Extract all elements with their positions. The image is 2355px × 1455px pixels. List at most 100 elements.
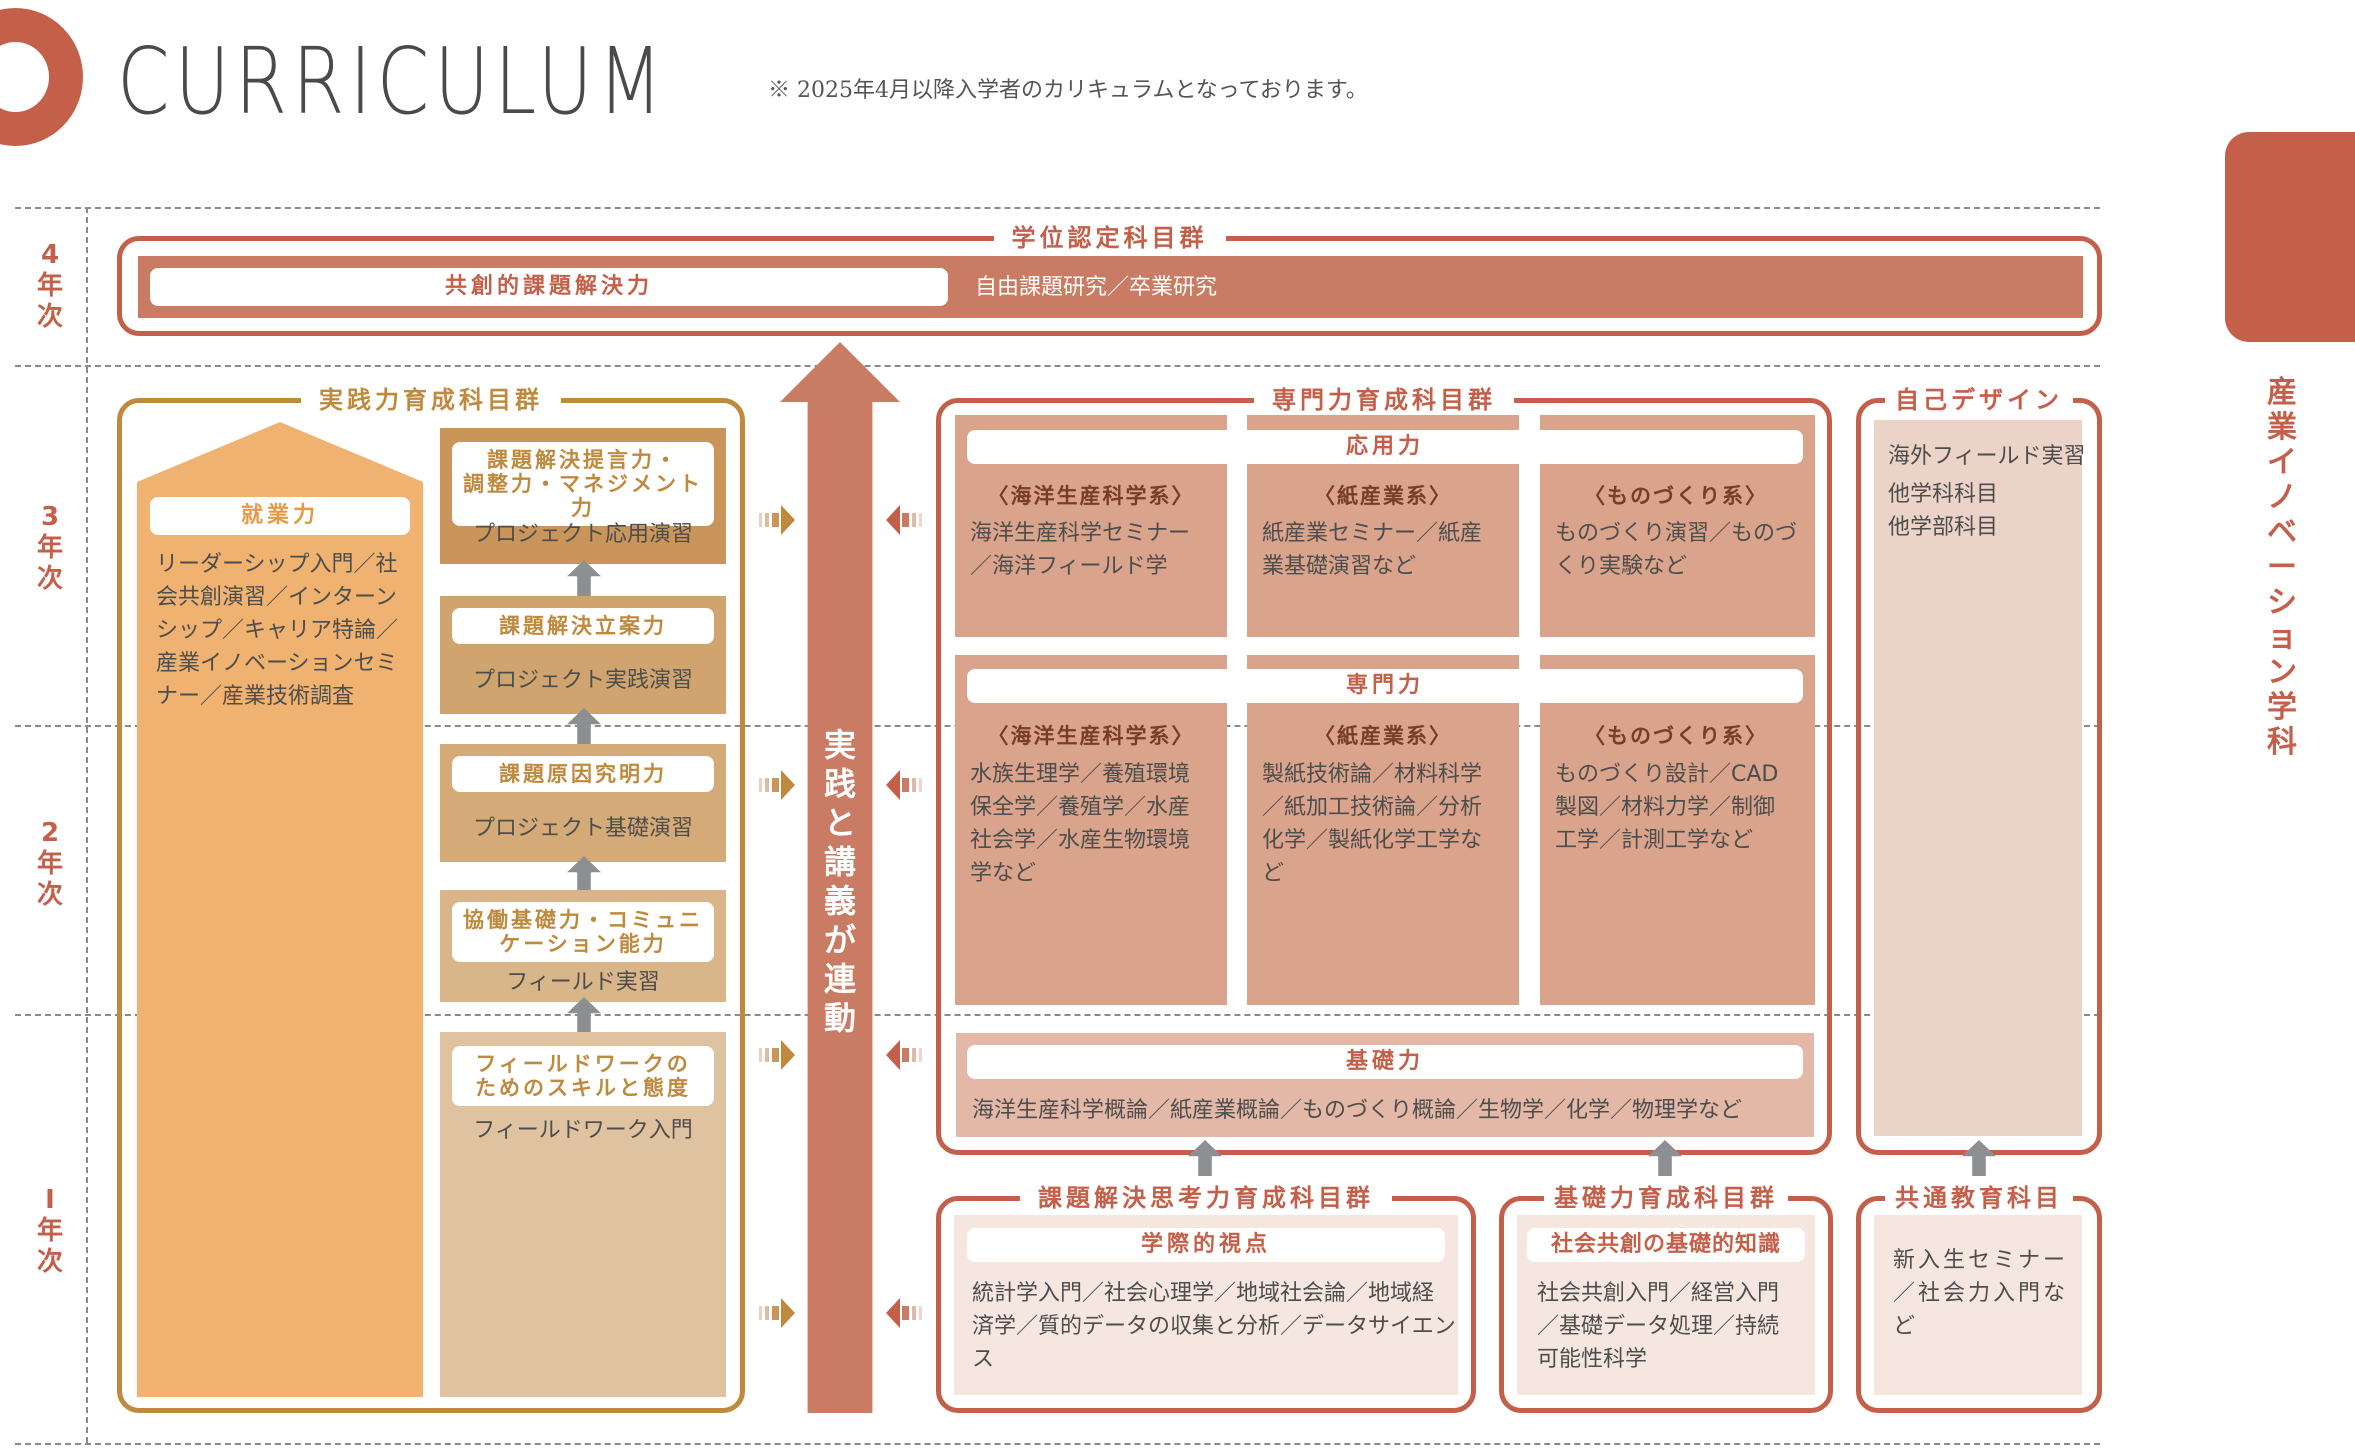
employability-column — [137, 422, 423, 1397]
practical-group: 実践力育成科目群 — [117, 381, 745, 1413]
self-design-title: 自己デザイン — [1885, 381, 2073, 419]
specialized-column-paper — [1247, 655, 1519, 1005]
department-label-char: ノ — [2267, 480, 2297, 515]
common-group: 共通教育科目 — [1856, 1179, 2102, 1413]
self-design-box — [1874, 420, 2082, 1136]
curriculum-note: ※ 2025年4月以降入学者のカリキュラムとなっております。 — [768, 78, 1368, 103]
department-label-char: シ — [2267, 585, 2297, 620]
chevron-right-icon — [759, 1040, 795, 1070]
specialized-pill: 専門力 — [967, 669, 1803, 703]
self-design-item: 海外フィールド実習 — [1888, 444, 2086, 469]
self-design-item: 他学科科目 — [1888, 482, 1999, 507]
divider-bottom — [15, 1443, 2100, 1445]
chevron-right-icon — [759, 770, 795, 800]
track-name: 〈ものづくり系〉 — [1584, 724, 1768, 748]
track-courses: 水族生理学／養殖環境保全学／養殖学／水産社会学／水産生物環境学など — [970, 762, 1191, 886]
arrow-label-char: 動 — [823, 999, 856, 1037]
stage-proposal: 課題解決提言力・ 調整力・マネジメント力 プロジェクト応用演習 — [440, 428, 726, 564]
specialized-column-marine — [955, 655, 1227, 1005]
track-courses: ものづくり演習／ものづくり実験など — [1555, 521, 1798, 579]
divider-top — [15, 207, 2100, 209]
track-name: 〈海洋生産科学系〉 — [987, 484, 1195, 508]
page-title: CURRICULUM — [117, 28, 668, 135]
stage-collaboration: 協働基礎力・コミュニ ケーション能力 フィールド実習 — [440, 890, 726, 1002]
track-name: 〈海洋生産科学系〉 — [987, 724, 1195, 748]
basic-pill: 基礎力 — [967, 1045, 1803, 1079]
department-label-char: ン — [2267, 655, 2297, 690]
year-column-divider — [86, 207, 88, 1443]
problem-solving-title: 課題解決思考力育成科目群 — [1020, 1179, 1392, 1217]
specialized-group: 専門力育成科目群 — [936, 381, 1832, 1155]
practical-group-title: 実践力育成科目群 — [301, 381, 561, 419]
stage-cause-analysis: 課題原因究明力 プロジェクト基礎演習 — [440, 744, 726, 862]
applied-pill: 応用力 — [967, 430, 1803, 464]
department-label-char: ベ — [2267, 515, 2297, 550]
stage-label: 課題原因究明力 — [452, 756, 714, 792]
divider-year4-3 — [15, 365, 2100, 367]
arrow-label-char: 連 — [823, 960, 856, 998]
foundation-title: 基礎力育成科目群 — [1544, 1179, 1788, 1217]
problem-solving-courses: 統計学入門／社会心理学／地域社会論／地域経 済学／質的データの収集と分析／データ… — [972, 1281, 1456, 1372]
stage-course: プロジェクト応用演習 — [472, 522, 693, 547]
department-label-char: 業 — [2267, 410, 2297, 445]
basic-courses: 海洋生産科学概論／紙産業概論／ものづくり概論／生物学／化学／物理学など — [972, 1098, 1743, 1123]
track-name: 〈紙産業系〉 — [1314, 484, 1452, 508]
interdisciplinary-pill: 学際的視点 — [967, 1228, 1445, 1262]
stage-planning: 課題解決立案力 プロジェクト実践演習 — [440, 596, 726, 714]
chevron-left-icon — [886, 505, 922, 535]
foundation-group: 基礎力育成科目群 — [1499, 1179, 1833, 1413]
stage-course: フィールドワーク入門 — [473, 1118, 693, 1143]
chevron-right-icon — [759, 505, 795, 535]
employability-courses: リーダーシップ入門／社 会共創演習／インターン シップ／キャリア特論／ 産業イノ… — [156, 552, 399, 709]
stage-label: 協働基礎力・コミュニ ケーション能力 — [452, 902, 714, 962]
stage-course: フィールド実習 — [506, 970, 660, 995]
specialized-group-title: 専門力育成科目群 — [1254, 381, 1514, 419]
track-name: 〈紙産業系〉 — [1314, 724, 1452, 748]
stage-label: フィールドワークの ためのスキルと態度 — [452, 1046, 714, 1106]
department-label-char: 産 — [2267, 375, 2297, 410]
stage-label: 課題解決提言力・ 調整力・マネジメント力 — [452, 442, 714, 526]
department-label-char: イ — [2267, 445, 2297, 480]
degree-courses: 自由課題研究／卒業研究 — [975, 275, 1218, 300]
stage-course: プロジェクト実践演習 — [472, 668, 693, 693]
specialized-column-monozukuri — [1540, 655, 1815, 1005]
chevron-left-icon — [886, 1040, 922, 1070]
degree-pill: 共創的課題解決力 — [150, 268, 948, 306]
self-design-item: 他学部科目 — [1888, 515, 1999, 540]
stage-course: プロジェクト基礎演習 — [472, 816, 693, 841]
arrow-label-char: 践 — [823, 765, 856, 803]
logo-half-circle-icon — [0, 8, 83, 146]
arrow-label-char: と — [823, 804, 856, 842]
employability-pill: 就業力 — [150, 497, 410, 535]
track-name: 〈ものづくり系〉 — [1584, 484, 1768, 508]
department-label-char: 学 — [2267, 690, 2297, 725]
foundation-courses: 社会共創入門／経営入門 ／基礎データ処理／持続 可能性科学 — [1537, 1281, 1780, 1372]
practice-lecture-label: 実践と講義が連動 — [812, 726, 868, 1038]
stage-label: 課題解決立案力 — [452, 608, 714, 644]
arrow-label-char: が — [823, 921, 856, 959]
degree-group: 学位認定科目群 — [117, 219, 2102, 336]
common-title: 共通教育科目 — [1885, 1179, 2073, 1217]
divider-year2-1 — [15, 1014, 2100, 1016]
track-courses: 紙産業セミナー／紙産業基礎演習など — [1262, 521, 1483, 579]
degree-group-title: 学位認定科目群 — [993, 219, 1226, 257]
arrow-label-char: 義 — [823, 882, 856, 920]
common-courses: 新入生セミナー ／社会力入門な ど — [1893, 1248, 2069, 1339]
social-cocreation-pill: 社会共創の基礎的知識 — [1527, 1228, 1805, 1262]
arrow-label-char: 講 — [823, 843, 856, 881]
common-box — [1874, 1215, 2082, 1395]
department-label-char: ョ — [2267, 620, 2297, 655]
track-courses: 製紙技術論／材料科学／紙加工技術論／分析化学／製紙化学工学など — [1262, 762, 1483, 886]
chevron-left-icon — [886, 1298, 922, 1328]
chevron-left-icon — [886, 770, 922, 800]
department-tab[interactable] — [2225, 132, 2355, 342]
department-label-char: ー — [2267, 550, 2297, 585]
stage-fieldwork: フィールドワークの ためのスキルと態度 フィールドワーク入門 — [440, 1032, 726, 1397]
track-courses: 海洋生産科学セミナー／海洋フィールド学 — [970, 521, 1191, 579]
chevron-right-icon — [759, 1298, 795, 1328]
